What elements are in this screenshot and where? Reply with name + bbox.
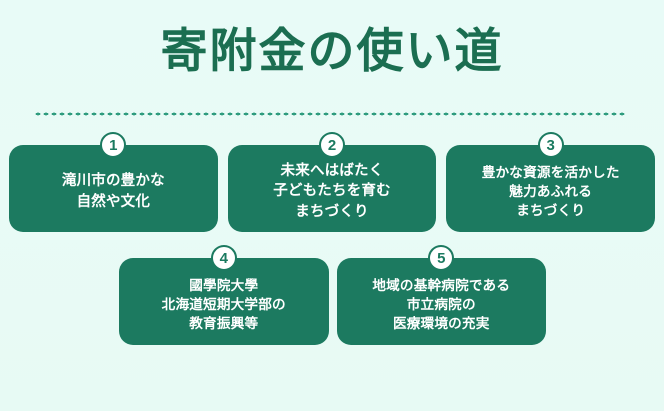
usage-card-3[interactable]: 3 豊かな資源を活かした 魅力あふれる まちづくり — [446, 132, 656, 232]
card-number-badge: 1 — [100, 132, 127, 158]
card-text: 國學院大學 北海道短期大学部の 教育振興等 — [161, 277, 286, 332]
card-row-bottom: 4 國學院大學 北海道短期大学部の 教育振興等 5 地域の基幹病院である 市立病… — [119, 245, 546, 345]
title-area: 寄附金の使い道 — [0, 26, 664, 79]
card-text: 未来へはばたく 子どもたちを育む まちづくり — [273, 162, 391, 220]
card-text: 地域の基幹病院である 市立病院の 医療環境の充実 — [372, 277, 511, 332]
card-text: 豊かな資源を活かした 魅力あふれる まちづくり — [481, 164, 620, 219]
page-title: 寄附金の使い道 — [160, 26, 504, 78]
card-number-badge: 2 — [319, 132, 345, 158]
dotted-divider — [34, 112, 626, 116]
usage-card-4[interactable]: 4 國學院大學 北海道短期大学部の 教育振興等 — [119, 245, 329, 345]
card-text: 滝川市の豊かな 自然や文化 — [61, 172, 165, 210]
usage-card-2[interactable]: 2 未来へはばたく 子どもたちを育む まちづくり — [227, 132, 437, 232]
card-number-badge: 5 — [428, 245, 455, 271]
card-number-badge: 4 — [210, 245, 237, 271]
usage-card-5[interactable]: 5 地域の基幹病院である 市立病院の 医療環境の充実 — [336, 245, 546, 345]
usage-card-1[interactable]: 1 滝川市の豊かな 自然や文化 — [9, 132, 218, 232]
card-row-top: 1 滝川市の豊かな 自然や文化 2 未来へはばたく 子どもたちを育む まちづくり… — [9, 132, 656, 232]
card-number-badge: 3 — [537, 132, 564, 158]
